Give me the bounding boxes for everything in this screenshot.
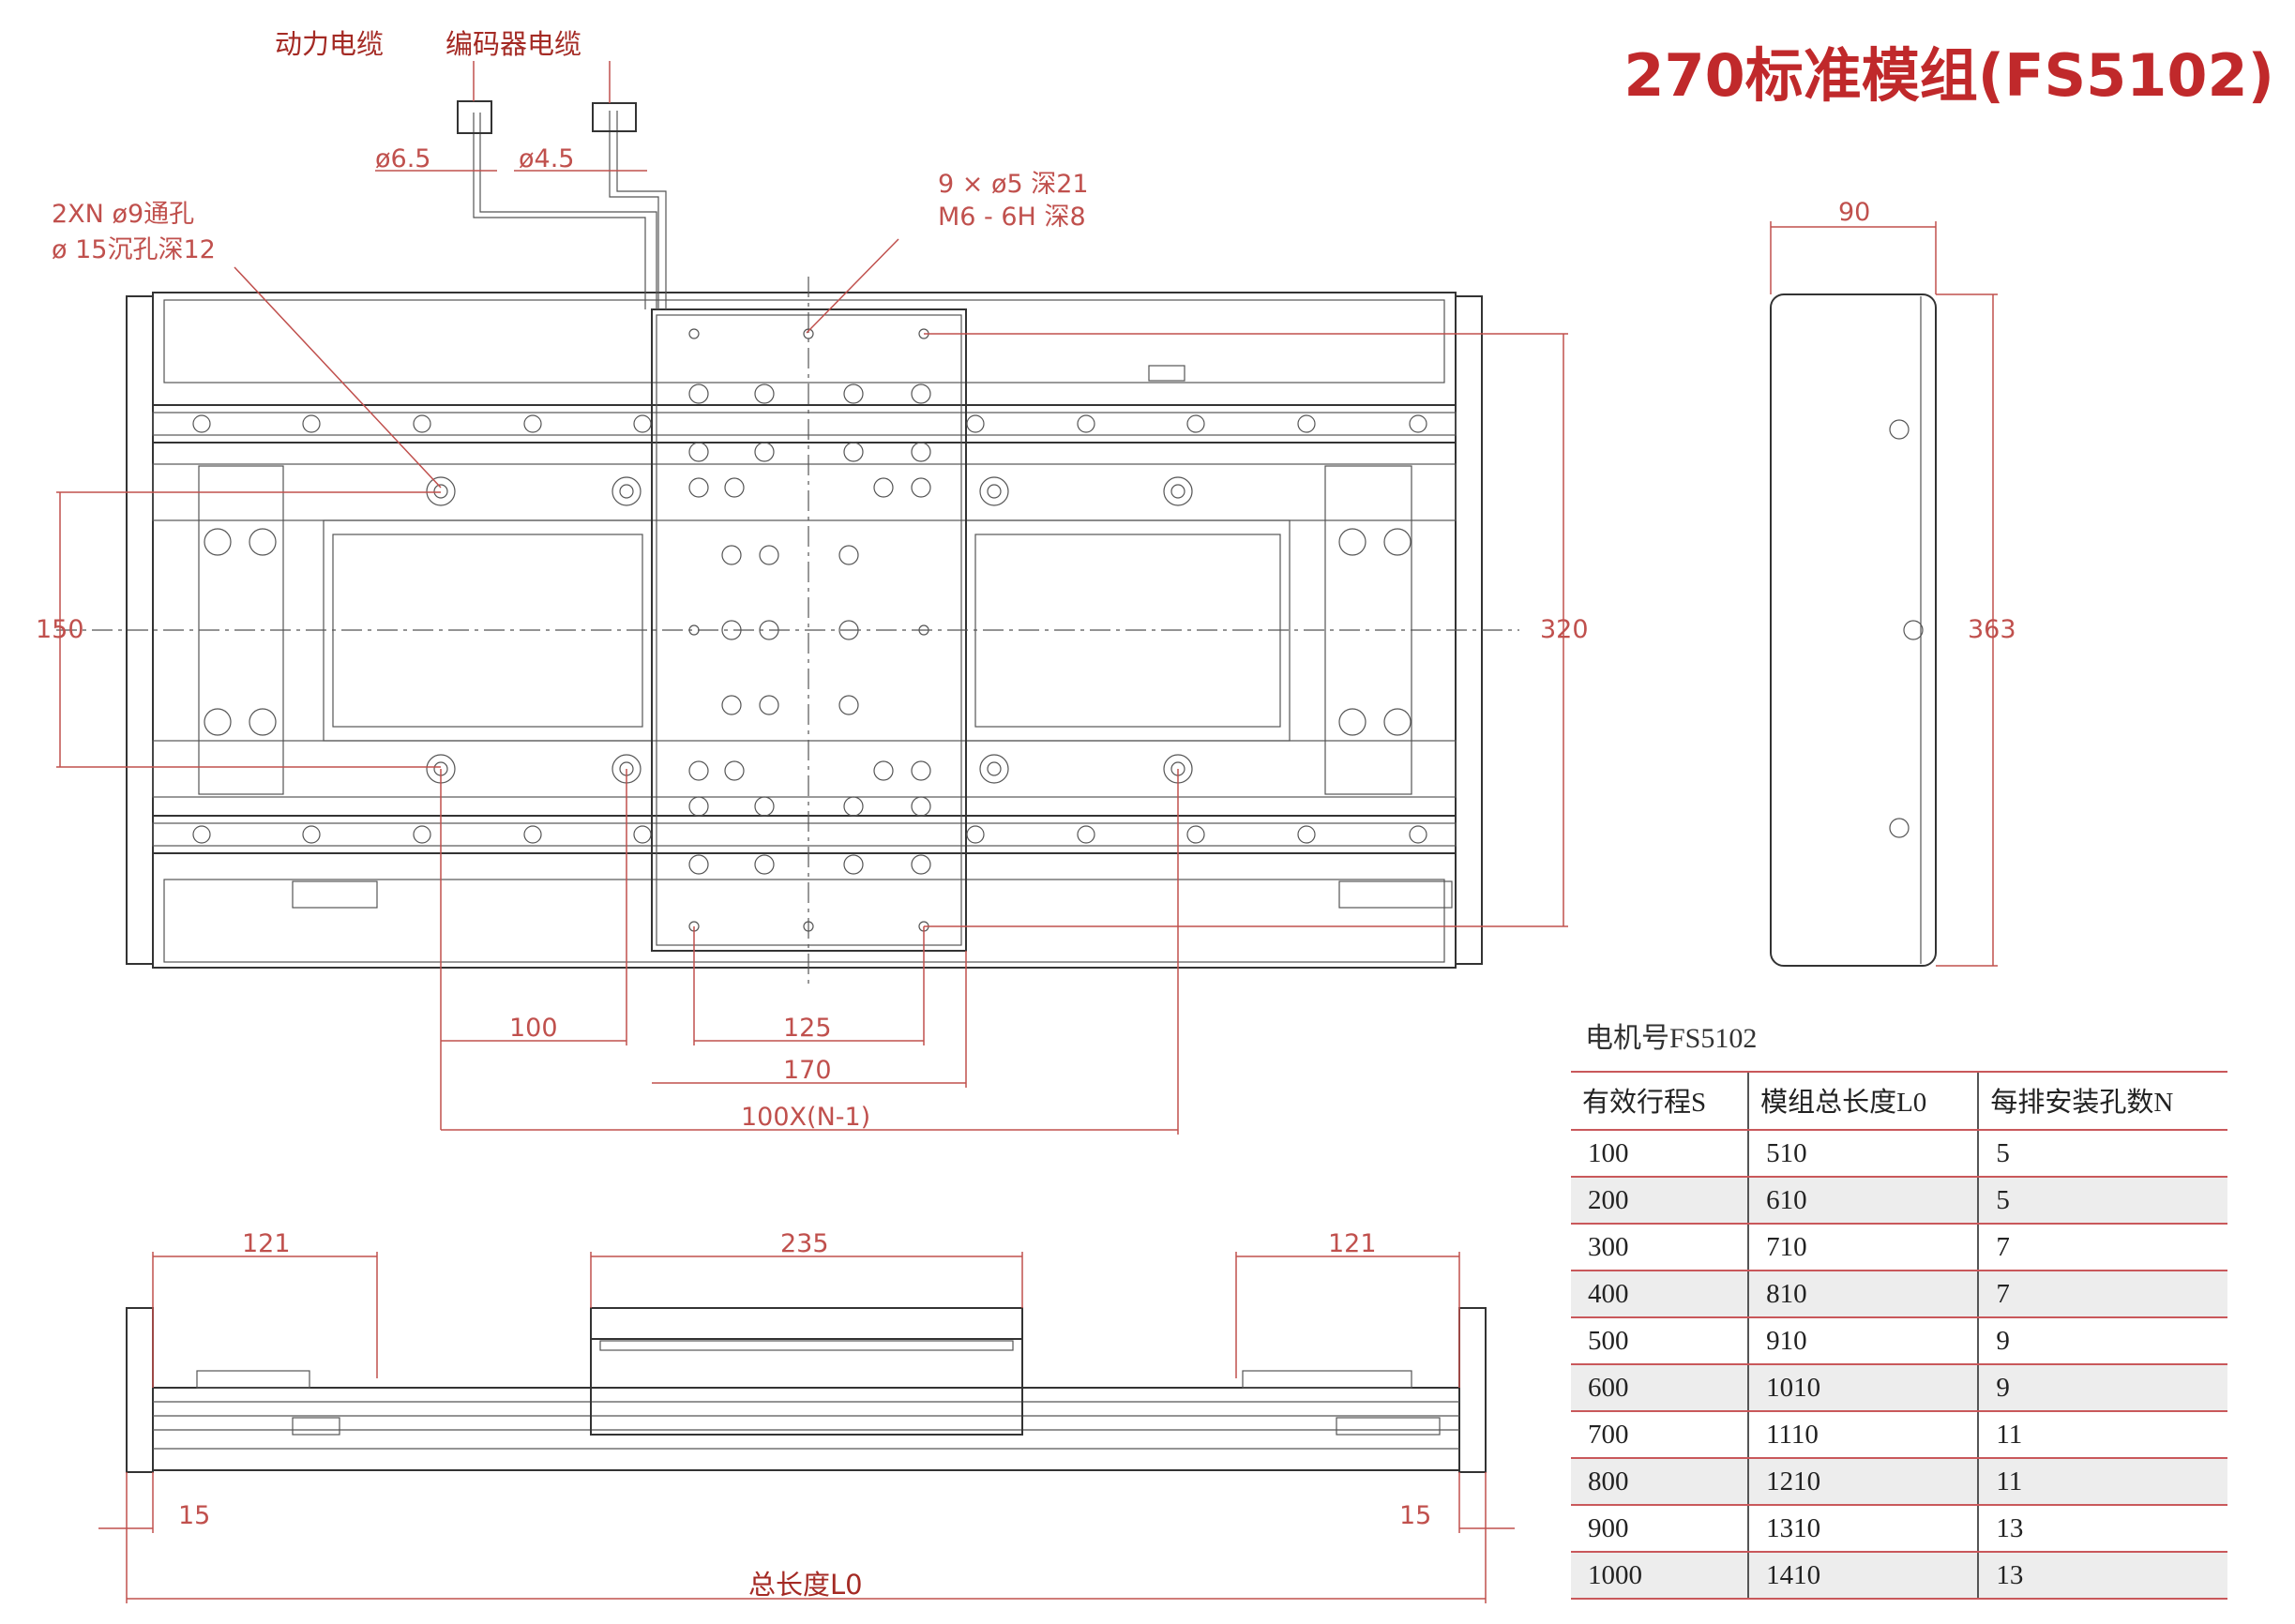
holes-callout-line2: ø 15沉孔深12: [52, 235, 216, 264]
dim-320: 320: [1540, 615, 1589, 644]
cell: 800: [1571, 1458, 1749, 1506]
cell: 400: [1571, 1271, 1749, 1318]
holes-callout-line1: 2XN ø9通孔: [52, 200, 194, 229]
dim-15-left: 15: [178, 1501, 210, 1530]
cell: 700: [1571, 1411, 1749, 1459]
cell: 7: [1977, 1271, 2227, 1318]
dim-100: 100: [509, 1014, 558, 1043]
dim-121-right: 121: [1328, 1229, 1377, 1258]
dim-170: 170: [783, 1056, 832, 1085]
cell: 300: [1571, 1224, 1749, 1271]
cell: 5: [1977, 1130, 2227, 1178]
dim-100xn: 100X(N-1): [741, 1103, 870, 1132]
cell: 9: [1977, 1364, 2227, 1412]
front-view: [126, 1307, 1487, 1473]
tapped-callout-line2: M6 - 6H 深8: [938, 203, 1086, 232]
page-title: 270标准模组(FS5102): [1623, 41, 2274, 110]
header-stroke: 有效行程S: [1571, 1071, 1749, 1131]
dimension-lines: [56, 61, 1998, 1603]
dim-total-length: 总长度L0: [748, 1569, 863, 1601]
dim-125: 125: [783, 1014, 832, 1043]
cell: 500: [1571, 1317, 1749, 1365]
power-cable-dia: ø6.5: [375, 144, 430, 173]
cell: 510: [1747, 1130, 1979, 1178]
top-view: [56, 100, 1519, 985]
cell: 910: [1747, 1317, 1979, 1365]
dim-90: 90: [1838, 198, 1870, 227]
cell: 200: [1571, 1177, 1749, 1225]
cell: 11: [1977, 1411, 2227, 1459]
header-total-length: 模组总长度L0: [1747, 1071, 1979, 1131]
dim-150: 150: [36, 615, 84, 644]
cell: 1110: [1747, 1411, 1979, 1459]
cell: 100: [1571, 1130, 1749, 1178]
encoder-cable-dia: ø4.5: [519, 144, 574, 173]
cell: 610: [1747, 1177, 1979, 1225]
header-hole-count: 每排安装孔数N: [1977, 1071, 2227, 1131]
dim-363: 363: [1968, 615, 2016, 644]
cell: 7: [1977, 1224, 2227, 1271]
cell: 710: [1747, 1224, 1979, 1271]
tapped-callout-line1: 9 × ø5 深21: [938, 170, 1089, 199]
cell: 1210: [1747, 1458, 1979, 1506]
cell: 11: [1977, 1458, 2227, 1506]
rail-holes: [192, 414, 1427, 844]
cell: 900: [1571, 1505, 1749, 1553]
cell: 1000: [1571, 1552, 1749, 1600]
cell: 600: [1571, 1364, 1749, 1412]
cell: 5: [1977, 1177, 2227, 1225]
cell: 13: [1977, 1505, 2227, 1553]
cell: 1010: [1747, 1364, 1979, 1412]
dim-121-left: 121: [242, 1229, 291, 1258]
cell: 1410: [1747, 1552, 1979, 1600]
table-header-row: 有效行程S 模组总长度L0 每排安装孔数N: [1571, 1071, 2227, 1131]
dim-15-right: 15: [1399, 1501, 1431, 1530]
cell: 1310: [1747, 1505, 1979, 1553]
cell: 13: [1977, 1552, 2227, 1600]
motor-model-label: 电机号FS5102: [1585, 1023, 1758, 1054]
power-cable-label: 动力电缆: [275, 28, 384, 60]
carriage-holes: [688, 328, 931, 932]
side-view: [1770, 293, 1937, 967]
cell: 9: [1977, 1317, 2227, 1365]
dim-235: 235: [780, 1229, 829, 1258]
encoder-cable-label: 编码器电缆: [445, 28, 581, 60]
cell: 810: [1747, 1271, 1979, 1318]
